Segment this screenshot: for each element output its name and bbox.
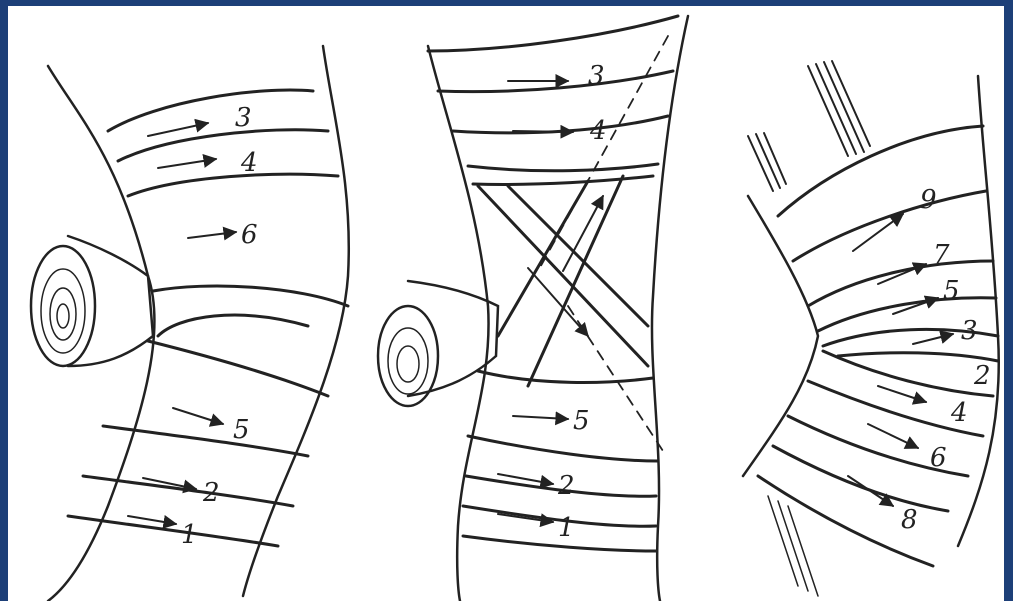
label-left-4: 4 bbox=[240, 148, 258, 178]
label-right-9: 9 bbox=[920, 185, 937, 215]
label-middle-2: 2 bbox=[557, 471, 575, 501]
label-right-8: 8 bbox=[901, 505, 918, 535]
label-middle-4: 4 bbox=[589, 116, 607, 146]
figure-left bbox=[31, 46, 349, 601]
label-right-2: 2 bbox=[973, 361, 991, 391]
label-left-2: 2 bbox=[202, 478, 220, 508]
label-left-6: 6 bbox=[241, 220, 258, 250]
label-right-6: 6 bbox=[930, 443, 947, 473]
bandage-illustration: 3 4 6 5 2 1 3 4 5 2 1 9 7 5 3 2 4 6 8 bbox=[8, 6, 1004, 601]
figure-middle bbox=[378, 16, 688, 601]
label-right-7: 7 bbox=[933, 240, 950, 270]
illustration-panel: 3 4 6 5 2 1 3 4 5 2 1 9 7 5 3 2 4 6 8 bbox=[8, 6, 1004, 601]
label-right-3: 3 bbox=[961, 316, 978, 346]
hatching-bottom bbox=[768, 496, 818, 596]
hatching-top bbox=[748, 61, 870, 191]
label-left-3: 3 bbox=[235, 103, 252, 133]
label-left-1: 1 bbox=[181, 520, 198, 550]
label-right-5: 5 bbox=[943, 276, 960, 306]
label-middle-3: 3 bbox=[588, 61, 605, 91]
label-left-5: 5 bbox=[233, 415, 250, 445]
labels: 3 4 6 5 2 1 3 4 5 2 1 9 7 5 3 2 4 6 8 bbox=[181, 61, 991, 550]
label-right-4: 4 bbox=[950, 398, 968, 428]
label-middle-5: 5 bbox=[573, 406, 590, 436]
label-middle-1: 1 bbox=[558, 513, 575, 543]
